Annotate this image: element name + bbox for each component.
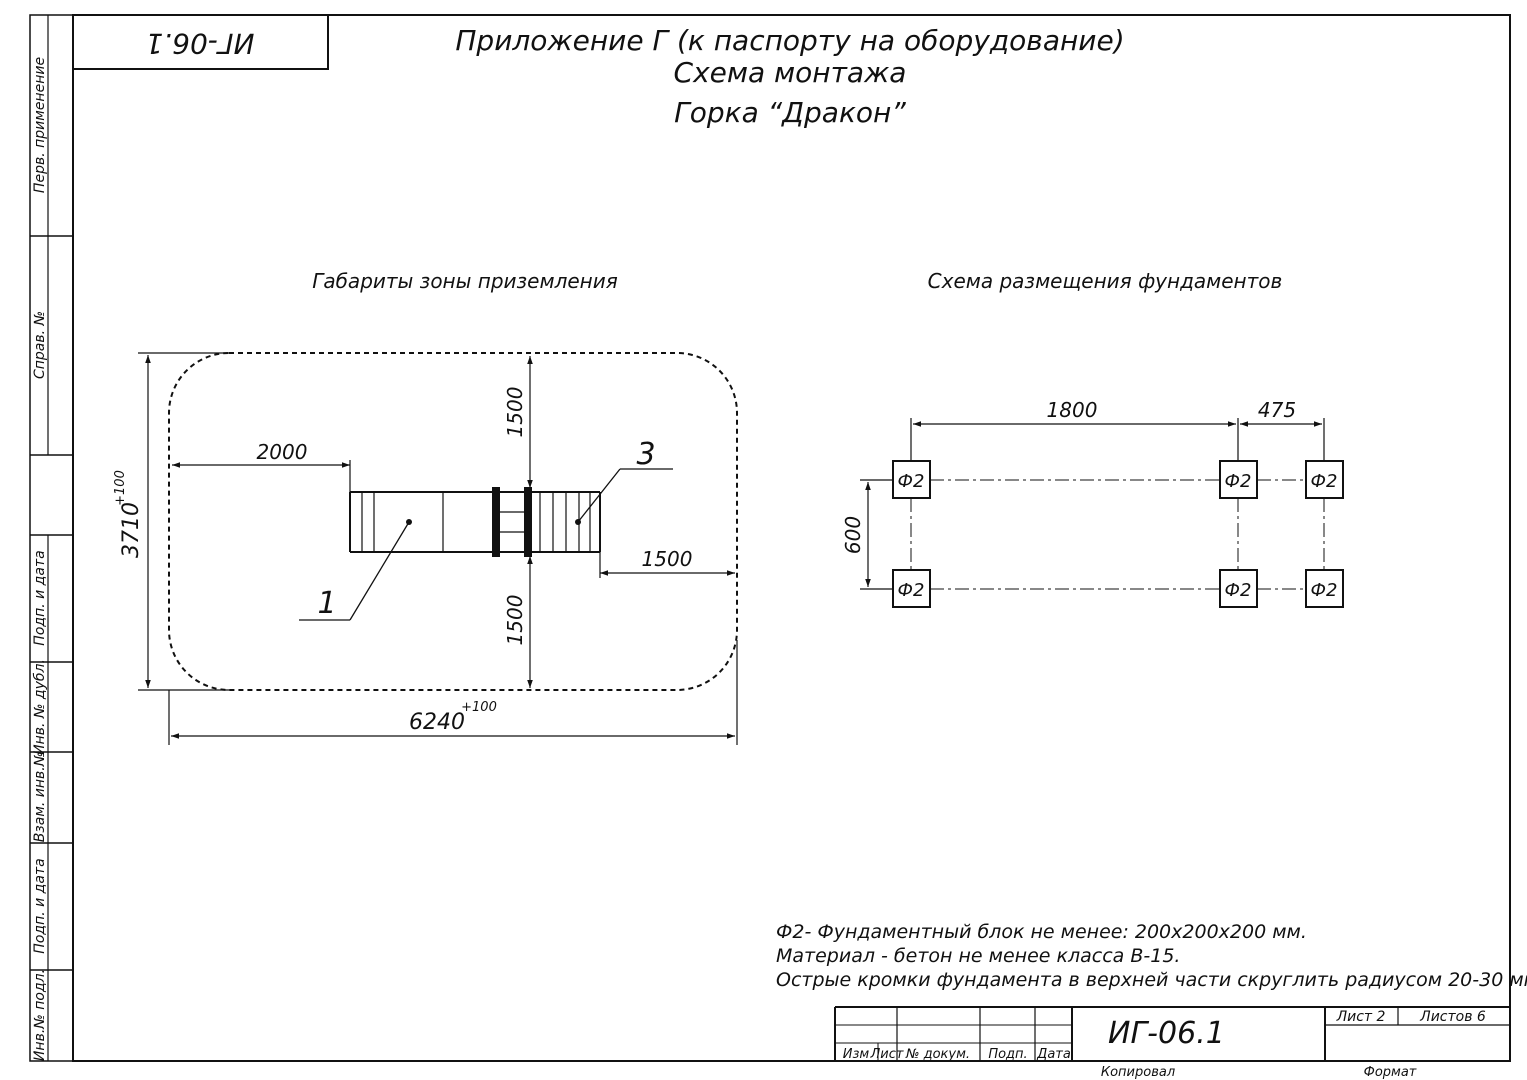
foundation-layout-drawing: Схема размещения фундаментов Ф2 Ф2 Ф2 Ф2 bbox=[841, 269, 1344, 608]
side-label-podp-data-1: Подп. и дата bbox=[32, 550, 48, 645]
dim-width: 6240 bbox=[409, 710, 465, 735]
title-block-col-izm: Изм bbox=[843, 1047, 870, 1062]
foundation-block-label: Ф2 bbox=[1311, 471, 1338, 492]
dim-475: 475 bbox=[1258, 398, 1296, 422]
foundation-block-label: Ф2 bbox=[898, 471, 925, 492]
side-label-vzam-inv-no: Взам. инв.№ bbox=[32, 752, 48, 843]
note-line-3: Острые кромки фундамента в верхней части… bbox=[776, 969, 1527, 991]
foundation-block-label: Ф2 bbox=[898, 580, 925, 601]
dim-height-tolerance: +100 bbox=[113, 470, 128, 506]
title-block-sheets: Листов 6 bbox=[1419, 1009, 1486, 1025]
landing-zone-title: Габариты зоны приземления bbox=[312, 269, 618, 293]
dim-width-tolerance: +100 bbox=[461, 700, 497, 715]
note-line-1: Ф2- Фундаментный блок не менее: 200х200х… bbox=[776, 921, 1307, 943]
title-block-col-podp: Подп. bbox=[988, 1047, 1027, 1062]
centre-lines bbox=[910, 479, 1325, 590]
title-block bbox=[834, 1006, 1510, 1061]
leader-label-1: 1 bbox=[317, 586, 336, 621]
foundation-block: Ф2 bbox=[1305, 460, 1344, 499]
dim-1500-top: 1500 bbox=[503, 387, 527, 438]
foundation-block-label: Ф2 bbox=[1311, 580, 1338, 601]
header-line1: Приложение Г (к паспорту на оборудование… bbox=[455, 24, 1124, 57]
title-block-format: Формат bbox=[1364, 1065, 1417, 1080]
foundation-block: Ф2 bbox=[1219, 460, 1258, 499]
title-block-copied: Копировал bbox=[1101, 1065, 1175, 1080]
dim-height: 3710 bbox=[119, 502, 144, 558]
foundation-block: Ф2 bbox=[1305, 569, 1344, 608]
landing-zone-outline bbox=[168, 352, 738, 691]
dim-1800: 1800 bbox=[1047, 398, 1098, 422]
side-label-inv-no-podl: Инв.№ подл. bbox=[32, 969, 48, 1061]
slide-top-view bbox=[349, 487, 601, 557]
side-label-inv-no-dubl: Инв. № дубл. bbox=[32, 659, 48, 755]
title-block-col-data: Дата bbox=[1036, 1047, 1071, 1062]
foundation-block: Ф2 bbox=[892, 569, 931, 608]
note-line-2: Материал - бетон не менее класса В-15. bbox=[776, 945, 1180, 967]
side-label-perv-primenenie: Перв. применение bbox=[32, 57, 48, 193]
leader-label-3: 3 bbox=[636, 437, 655, 472]
foundation-block: Ф2 bbox=[1219, 569, 1258, 608]
foundation-layout-title: Схема размещения фундаментов bbox=[928, 269, 1283, 293]
title-block-col-dokum: № докум. bbox=[905, 1047, 970, 1062]
title-block-doc: ИГ-06.1 bbox=[1108, 1016, 1225, 1051]
foundation-block: Ф2 bbox=[892, 460, 931, 499]
title-block-sheet: Лист 2 bbox=[1336, 1009, 1386, 1025]
foundation-block-label: Ф2 bbox=[1225, 580, 1252, 601]
title-block-col-list: Лист bbox=[870, 1047, 904, 1062]
dim-1500-bottom: 1500 bbox=[503, 595, 527, 646]
header-line3: Горка “Дракон” bbox=[674, 96, 906, 129]
side-label-sprav-no: Справ. № bbox=[32, 311, 48, 379]
foundation-block-label: Ф2 bbox=[1225, 471, 1252, 492]
drawing-frame bbox=[29, 14, 1511, 1062]
side-label-podp-data-2: Подп. и дата bbox=[32, 858, 48, 953]
dim-600: 600 bbox=[841, 516, 865, 554]
landing-zone-drawing: Габариты зоны приземления 1 bbox=[113, 269, 738, 745]
top-stamp: ИГ-06.1 bbox=[72, 14, 329, 70]
top-stamp-text: ИГ-06.1 bbox=[146, 27, 255, 60]
dim-2000: 2000 bbox=[257, 440, 308, 464]
header-line2: Схема монтажа bbox=[674, 56, 907, 89]
dim-1500-right: 1500 bbox=[642, 547, 693, 571]
